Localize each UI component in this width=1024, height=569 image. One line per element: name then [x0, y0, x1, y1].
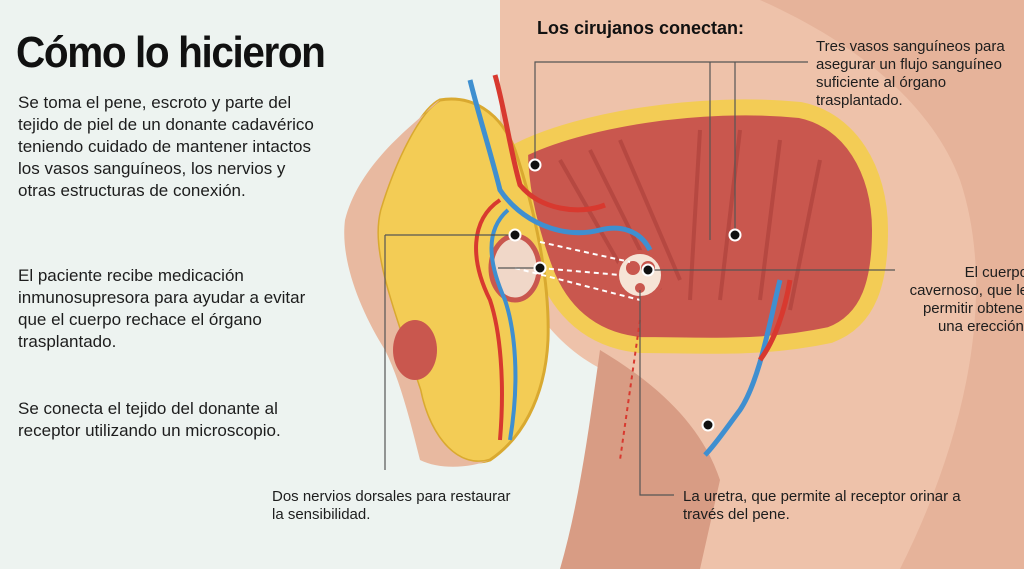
label-corpus-cavernosum: El cuerpo cavernoso, que le permitir obt…: [909, 264, 1024, 335]
connection-points: [508, 158, 742, 432]
leader-line-blood-top: [534, 61, 808, 165]
leader-line-urethra: [639, 290, 674, 496]
donor-organ-stump: [393, 320, 437, 380]
intro-paragraph-donor: Se toma el pene, escroto y parte del tej…: [18, 93, 314, 200]
body-shading: [760, 0, 1024, 569]
corpus-section-1: [626, 261, 640, 275]
vein-blue-1: [467, 79, 653, 252]
artery-red-2: [757, 279, 793, 362]
artery-red-3: [474, 198, 504, 441]
diagram-heading: Los cirujanos conectan:: [537, 18, 745, 38]
label-urethra: La uretra, que permite al receptor orina…: [683, 488, 961, 523]
vein-blue-3: [489, 208, 518, 441]
artery-red-1: [492, 74, 606, 213]
donor-skin-left: [344, 100, 490, 467]
page-title: Cómo lo hicieron: [16, 28, 326, 77]
fat-border-cavity: [511, 99, 889, 354]
leader-line-nerves: [384, 234, 540, 470]
label-blood-vessels: Tres vasos sanguíneos para asegurar un f…: [816, 38, 1005, 109]
intro-paragraph-medication: El paciente recibe medicación inmunosupr…: [18, 266, 306, 351]
intro-paragraph-microscope: Se conecta el tejido del donante al rece…: [18, 399, 281, 440]
urethra-section: [635, 283, 645, 293]
label-dorsal-nerves: Dos nervios dorsales para restaurar la s…: [272, 488, 511, 523]
vein-blue-2: [703, 279, 783, 457]
connection-dashes: [514, 241, 641, 301]
